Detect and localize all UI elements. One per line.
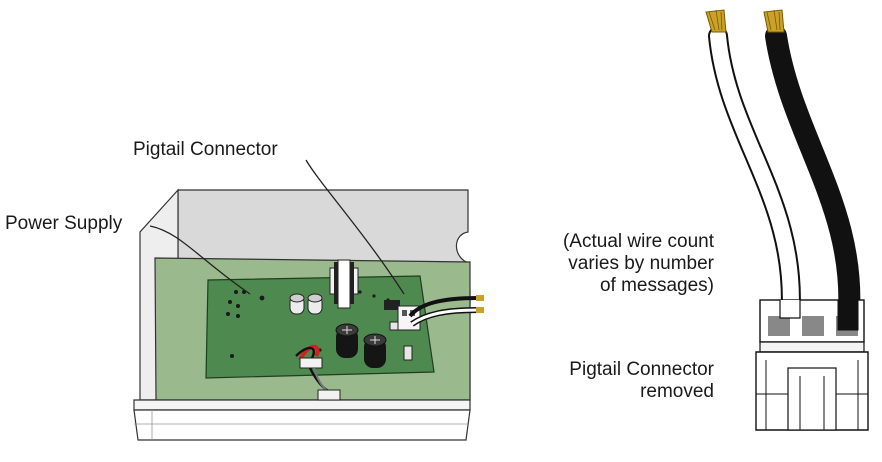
copper-wire-ends [705, 9, 785, 33]
removed-line-1: Pigtail Connector [569, 359, 714, 380]
pigtail-wires [408, 295, 484, 327]
leader-line-pigtail-connector [305, 159, 405, 295]
enclosure-front-lip [133, 399, 471, 411]
enclosure-front-base [133, 409, 471, 441]
note-line-3: of messages) [599, 275, 714, 296]
power-supply-board [205, 259, 484, 401]
small-capacitors [289, 293, 323, 315]
removed-pigtail-assembly [705, 9, 869, 431]
label-wire-count-note: (Actual wire count varies by number of m… [563, 231, 714, 297]
black-wire [765, 25, 861, 337]
leader-line-power-supply [149, 225, 251, 295]
label-pigtail-connector: Pigtail Connector [133, 139, 278, 160]
note-line-2: varies by number [568, 253, 714, 274]
transformer [329, 259, 359, 309]
label-power-supply: Power Supply [5, 213, 123, 234]
large-capacitors [335, 323, 387, 368]
removed-line-2: removed [640, 381, 714, 402]
label-connector-removed: Pigtail Connector removed [569, 359, 714, 403]
red-wire-harness [295, 344, 341, 401]
note-line-1: (Actual wire count [562, 231, 714, 252]
